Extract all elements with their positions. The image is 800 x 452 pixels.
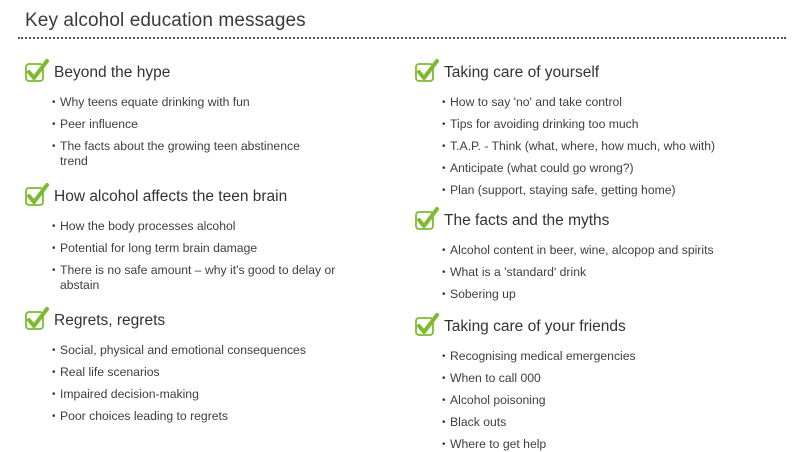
list-item: Anticipate (what could go wrong?) — [442, 161, 794, 176]
list-item: Real life scenarios — [52, 365, 384, 380]
green-checkmark-icon — [25, 59, 49, 82]
green-checkmark-icon — [415, 207, 439, 230]
list-item: Potential for long term brain damage — [52, 241, 384, 256]
section-title: Taking care of yourself — [444, 64, 600, 81]
list-item: What is a 'standard' drink — [442, 265, 794, 280]
green-checkmark-icon — [415, 313, 439, 336]
section-header: How alcohol affects the teen brain — [24, 180, 384, 212]
list-item: Recognising medical emergencies — [442, 349, 794, 364]
green-checkmark-icon — [415, 59, 439, 82]
section-title: Beyond the hype — [54, 64, 171, 81]
list-item: How to say 'no' and take control — [442, 95, 794, 110]
list-item: Alcohol poisoning — [442, 393, 794, 408]
section-header: The facts and the myths — [414, 204, 794, 236]
list-item: T.A.P. - Think (what, where, how much, w… — [442, 139, 794, 154]
bullet-list: Recognising medical emergencies When to … — [414, 349, 794, 452]
bullet-list: Social, physical and emotional consequen… — [24, 343, 384, 424]
list-item: Why teens equate drinking with fun — [52, 95, 384, 110]
section-beyond-the-hype: Beyond the hype Why teens equate drinkin… — [24, 56, 384, 169]
page-title: Key alcohol education messages — [25, 10, 306, 31]
section-header: Beyond the hype — [24, 56, 384, 88]
list-item: Sobering up — [442, 287, 794, 302]
list-item: Black outs — [442, 415, 794, 430]
list-item: How the body processes alcohol — [52, 219, 384, 234]
section-title: Regrets, regrets — [54, 312, 166, 329]
list-item: Plan (support, staying safe, getting hom… — [442, 183, 794, 198]
list-item: When to call 000 — [442, 371, 794, 386]
section-header: Taking care of yourself — [414, 56, 794, 88]
section-header: Regrets, regrets — [24, 304, 384, 336]
section-teen-brain: How alcohol affects the teen brain How t… — [24, 180, 384, 293]
section-header: Taking care of your friends — [414, 310, 794, 342]
bullet-list: Why teens equate drinking with fun Peer … — [24, 95, 384, 169]
left-column: Beyond the hype Why teens equate drinkin… — [24, 56, 384, 424]
green-checkmark-icon — [25, 307, 49, 330]
dotted-divider — [18, 37, 786, 39]
section-title: The facts and the myths — [444, 212, 610, 229]
right-column: Taking care of yourself How to say 'no' … — [414, 56, 794, 452]
bullet-list: Alcohol content in beer, wine, alcopop a… — [414, 243, 794, 302]
list-item: Impaired decision-making — [52, 387, 384, 402]
section-taking-care-of-friends: Taking care of your friends Recognising … — [414, 310, 794, 452]
bullet-list: How to say 'no' and take control Tips fo… — [414, 95, 794, 198]
section-title: How alcohol affects the teen brain — [54, 188, 288, 205]
section-taking-care-of-yourself: Taking care of yourself How to say 'no' … — [414, 56, 794, 198]
list-item: Alcohol content in beer, wine, alcopop a… — [442, 243, 794, 258]
list-item: Peer influence — [52, 117, 384, 132]
section-title: Taking care of your friends — [444, 318, 626, 335]
list-item: Tips for avoiding drinking too much — [442, 117, 794, 132]
green-checkmark-icon — [25, 183, 49, 206]
list-item: Poor choices leading to regrets — [52, 409, 384, 424]
list-item: Social, physical and emotional consequen… — [52, 343, 384, 358]
bullet-list: How the body processes alcohol Potential… — [24, 219, 384, 293]
list-item: There is no safe amount – why it's good … — [52, 263, 384, 293]
list-item: The facts about the growing teen abstine… — [52, 139, 384, 169]
section-regrets: Regrets, regrets Social, physical and em… — [24, 304, 384, 424]
list-item: Where to get help — [442, 437, 794, 452]
section-facts-and-myths: The facts and the myths Alcohol content … — [414, 204, 794, 302]
